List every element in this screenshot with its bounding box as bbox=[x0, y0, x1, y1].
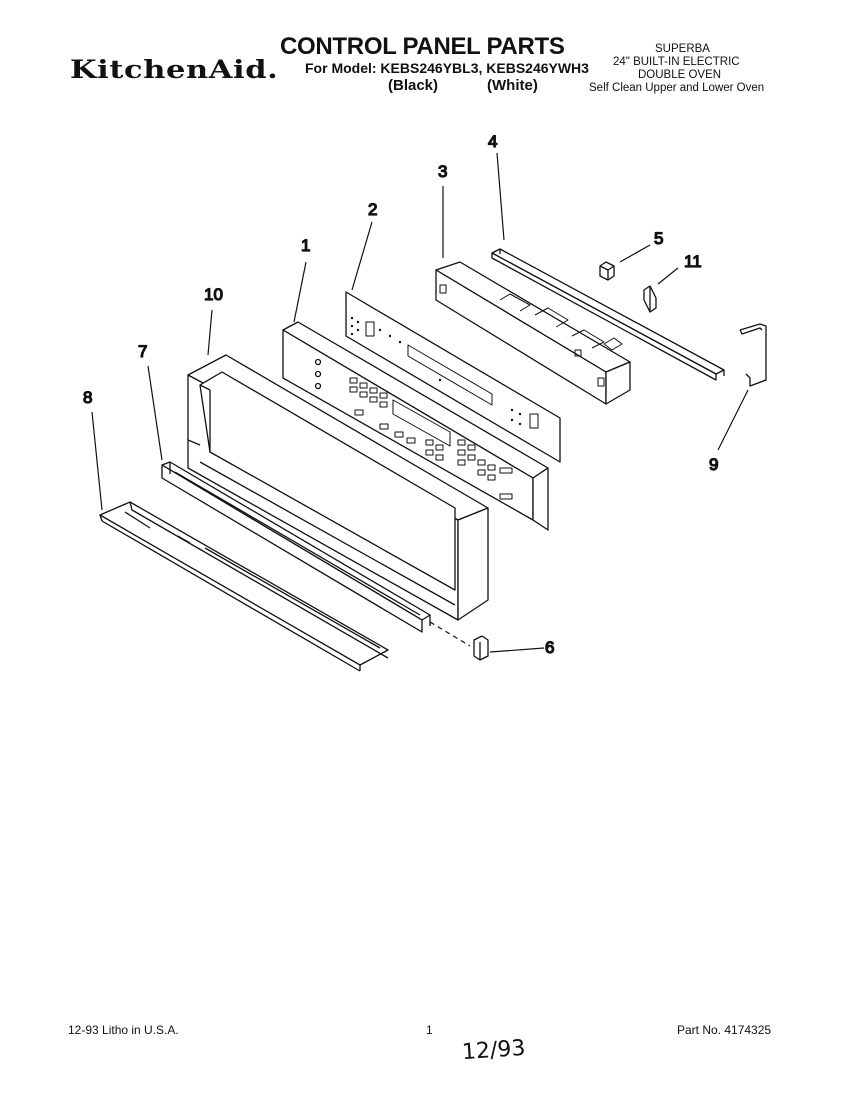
part-4-rear-rail bbox=[491, 248, 725, 381]
callout-1: 1 bbox=[301, 236, 310, 255]
part-3-control-board bbox=[435, 261, 631, 405]
callout-10: 10 bbox=[204, 285, 223, 304]
callout-4: 4 bbox=[488, 132, 497, 151]
page-number: 1 bbox=[426, 1023, 433, 1037]
part-6-spring-clip bbox=[473, 635, 489, 661]
leader-lines bbox=[91, 152, 749, 653]
product-oven: DOUBLE OVEN bbox=[638, 69, 722, 81]
part-number: Part No. 4174325 bbox=[677, 1023, 772, 1037]
part-9-strap bbox=[739, 323, 767, 387]
color-white-label: (White) bbox=[487, 77, 538, 94]
part-2-overlay bbox=[345, 291, 561, 463]
model-line: For Model: KEBS246YBL3, KEBS246YWH3 bbox=[305, 60, 589, 76]
color-black-label: (Black) bbox=[388, 77, 439, 94]
part-1-control-panel bbox=[282, 321, 549, 531]
callout-2: 2 bbox=[368, 200, 377, 219]
callout-11: 11 bbox=[684, 252, 702, 271]
part-5-clip bbox=[599, 261, 615, 281]
callout-9: 9 bbox=[709, 455, 718, 474]
callout-5: 5 bbox=[654, 229, 663, 248]
brand-logo: KitchenAid. bbox=[70, 55, 279, 84]
part-7-lower-channel bbox=[161, 461, 431, 633]
part-10-housing bbox=[187, 354, 489, 621]
product-series: SUPERBA bbox=[655, 43, 710, 55]
callout-8: 8 bbox=[83, 388, 92, 407]
part-11-bracket bbox=[643, 285, 657, 313]
handwritten-date: 12/93 bbox=[461, 1035, 527, 1066]
part-8-trim-strip bbox=[99, 501, 389, 672]
page-title: CONTROL PANEL PARTS bbox=[280, 33, 565, 60]
callout-6: 6 bbox=[545, 638, 554, 657]
litho-note: 12-93 Litho in U.S.A. bbox=[68, 1023, 179, 1037]
callout-7: 7 bbox=[138, 342, 147, 361]
callout-3: 3 bbox=[438, 162, 447, 181]
product-type: 24" BUILT-IN ELECTRIC bbox=[613, 56, 740, 68]
product-feature: Self Clean Upper and Lower Oven bbox=[589, 82, 765, 94]
